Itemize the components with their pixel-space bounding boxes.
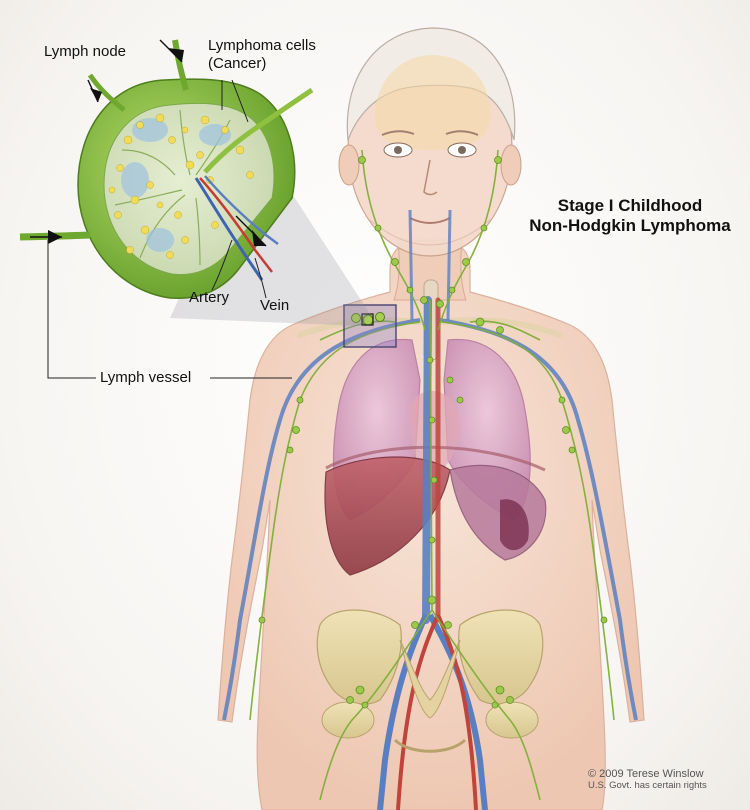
label-vein: Vein — [260, 297, 290, 314]
lymph-nodes — [258, 156, 608, 709]
title-line-1: Stage I Childhood — [557, 196, 703, 215]
affected-area-box — [343, 304, 397, 348]
label-cancer: (Cancer) — [208, 55, 267, 72]
label-lymph-vessel: Lymph vessel — [100, 369, 192, 386]
copyright-credit: © 2009 Terese Winslow U.S. Govt. has cer… — [588, 768, 707, 792]
leader-lines — [47, 79, 292, 379]
lymph-node-inset — [19, 39, 314, 299]
label-lymph-node: Lymph node — [44, 43, 127, 60]
label-artery: Artery — [189, 289, 230, 306]
label-lymphoma-cells: Lymphoma cells — [208, 37, 316, 54]
credit-line-2: U.S. Govt. has certain rights — [588, 779, 707, 791]
diagram-title: Stage I Childhood Non-Hodgkin Lymphoma — [515, 196, 745, 237]
lymph-system — [249, 149, 615, 801]
abdomen-organs — [324, 445, 547, 576]
title-line-2: Non-Hodgkin Lymphoma — [529, 216, 731, 236]
credit-line-1: © 2009 Terese Winslow — [588, 768, 704, 780]
